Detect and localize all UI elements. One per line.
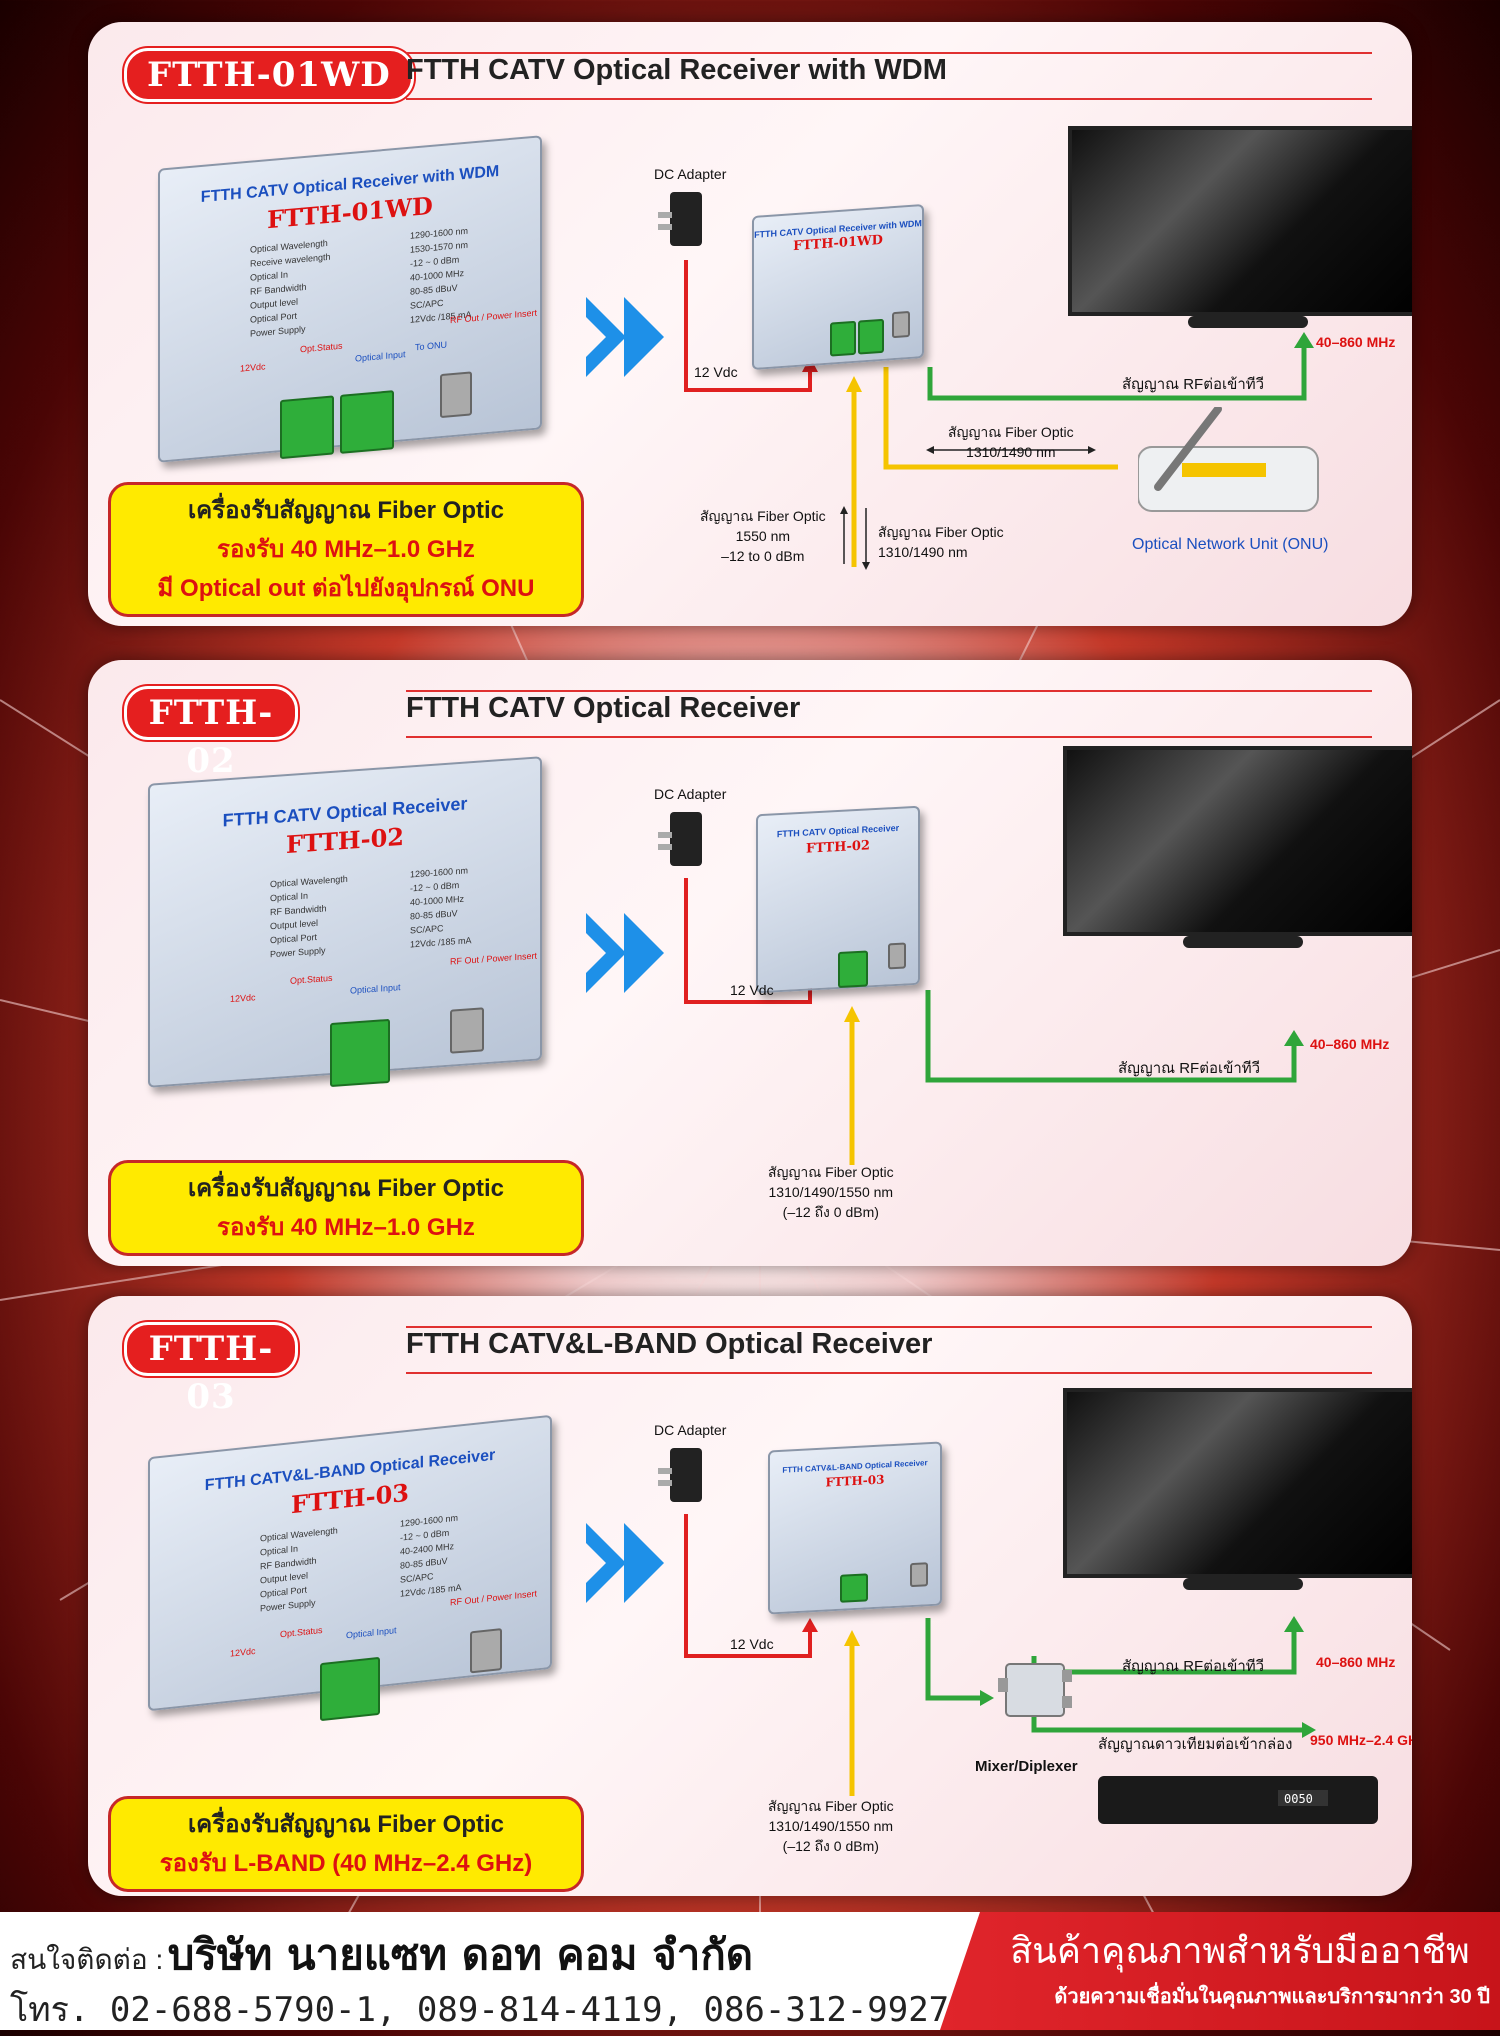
divider (406, 1326, 1372, 1328)
satellite-receiver-icon: 0050 (1098, 1776, 1378, 1824)
television-icon (1063, 1388, 1412, 1598)
dc-adapter-label: DC Adapter (654, 786, 727, 802)
tv-frequency-label: 40–860 MHz (1316, 334, 1396, 350)
television-icon (1063, 746, 1412, 956)
onu-router-icon (1138, 407, 1319, 512)
tv-frequency-label: 40–860 MHz (1310, 1036, 1390, 1052)
forward-arrow-icon (586, 297, 664, 377)
f-connector (910, 1562, 928, 1588)
forward-arrow-icon (586, 913, 664, 993)
sc-apc-connector (838, 950, 868, 988)
footer: สนใจติดต่อ : บริษัท นายแซท ดอท คอม จำกัด… (0, 1912, 1500, 2030)
product-panel-ftth-02: FTTH-02 FTTH CATV Optical Receiver FTTH … (88, 660, 1412, 1266)
feature-box: เครื่องรับสัญญาณ Fiber Optic รองรับ 40 M… (108, 482, 584, 617)
tagline: ด้วยความเชื่อมั่นในคุณภาพและบริการมากว่า… (1054, 1986, 1490, 2008)
voltage-label: 12 Vdc (730, 1636, 774, 1652)
receiver-device-small: FTTH CATV Optical Receiver FTTH-02 (756, 805, 920, 994)
model-badge: FTTH-01WD (124, 48, 414, 102)
dc-adapter-icon (658, 1448, 702, 1502)
divider (406, 1372, 1372, 1374)
satellite-to-box-label: สัญญาณดาวเทียมต่อเข้ากล่อง (1098, 1736, 1293, 1753)
slogan: สินค้าคุณภาพสำหรับมืออาชีพ (1010, 1931, 1470, 1972)
forward-arrow-icon (586, 1523, 664, 1603)
satellite-frequency-label: 950 MHz–2.4 GHz (1310, 1732, 1412, 1748)
f-connector (888, 942, 906, 970)
wiring-diagram (684, 260, 1314, 570)
receiver-device-small: FTTH CATV&L-BAND Optical Receiver FTTH-0… (768, 1441, 942, 1615)
rf-to-tv-label: สัญญาณ RFต่อเข้าทีวี (1118, 1060, 1261, 1077)
phone-numbers: โทร. 02-688-5790-1, 089-814-4119, 086-31… (10, 1990, 950, 2030)
receiver-device-small: FTTH CATV Optical Receiver with WDM FTTH… (752, 203, 924, 371)
divider (406, 736, 1372, 738)
sc-apc-connector (858, 318, 884, 355)
wiring-diagram (684, 878, 1304, 1165)
f-connector (892, 310, 910, 339)
sc-apc-connector (830, 320, 856, 357)
product-title: FTTH CATV&L-BAND Optical Receiver (406, 1328, 933, 1360)
company-name: บริษัท นายแซท ดอท คอม จำกัด (167, 1930, 754, 1979)
dc-adapter-label: DC Adapter (654, 1422, 727, 1438)
diplexer-icon (998, 1663, 1072, 1717)
product-title: FTTH CATV Optical Receiver (406, 692, 801, 724)
svg-text:0050: 0050 (1284, 1792, 1313, 1806)
television-icon (1068, 126, 1412, 336)
feature-box: เครื่องรับสัญญาณ Fiber Optic รองรับ 40 M… (108, 1160, 584, 1256)
dc-adapter-icon (658, 812, 702, 866)
tv-frequency-label: 40–860 MHz (1316, 1654, 1396, 1670)
model-badge: FTTH-02 (124, 686, 298, 781)
product-panel-ftth-03: FTTH-03 FTTH CATV&L-BAND Optical Receive… (88, 1296, 1412, 1896)
slogan-banner: สินค้าคุณภาพสำหรับมืออาชีพ ด้วยความเชื่อ… (940, 1912, 1500, 2030)
model-badge: FTTH-03 (124, 1322, 298, 1417)
rf-to-tv-label: สัญญาณ RFต่อเข้าทีวี (1122, 1658, 1265, 1675)
contact-prefix: สนใจติดต่อ : (10, 1944, 164, 1975)
sc-apc-connector (840, 1573, 868, 1603)
voltage-label: 12 Vdc (730, 982, 774, 998)
wiring-diagram (684, 1514, 1316, 1796)
mixer-diplexer-label: Mixer/Diplexer (975, 1758, 1078, 1775)
product-title: FTTH CATV Optical Receiver with WDM (406, 54, 947, 86)
feature-box: เครื่องรับสัญญาณ Fiber Optic รองรับ L-BA… (108, 1796, 584, 1892)
divider (406, 52, 1372, 54)
contact-line: สนใจติดต่อ : บริษัท นายแซท ดอท คอม จำกัด (10, 1922, 753, 1988)
onu-label: Optical Network Unit (ONU) (1132, 536, 1329, 553)
rf-to-tv-label: สัญญาณ RFต่อเข้าทีวี (1122, 376, 1265, 393)
dc-adapter-label: DC Adapter (654, 166, 727, 182)
dc-adapter-icon (658, 192, 702, 246)
product-panel-ftth-01wd: FTTH-01WD FTTH CATV Optical Receiver wit… (88, 22, 1412, 626)
voltage-label: 12 Vdc (694, 364, 738, 380)
divider (406, 98, 1372, 100)
divider (406, 690, 1372, 692)
